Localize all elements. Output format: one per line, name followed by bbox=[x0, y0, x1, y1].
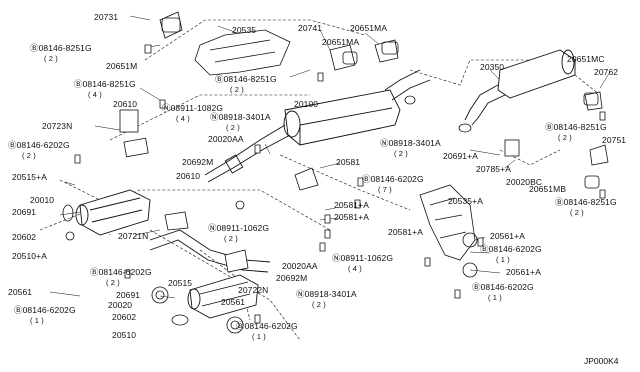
quantity-note: ( 2 ) bbox=[224, 234, 238, 243]
part-label-20561: 20561 bbox=[8, 287, 33, 297]
part-label-20020bc: 20020BC bbox=[506, 177, 543, 187]
quantity-note: ( 2 ) bbox=[394, 149, 408, 158]
part-label-20515-a: 20515+A bbox=[12, 172, 47, 182]
part-label-20731: 20731 bbox=[94, 12, 119, 22]
brackets bbox=[119, 11, 609, 273]
part-label-20651mb: 20651MB bbox=[529, 184, 567, 194]
main-muffler bbox=[204, 69, 431, 183]
part-label-20581-a: 20581+A bbox=[388, 227, 423, 237]
part-label-20561-a: 20561+A bbox=[490, 231, 525, 241]
part-label-08146-6202g: Ⓑ08146-6202G bbox=[362, 174, 424, 184]
rubber-hangers bbox=[161, 17, 600, 189]
part-label-08146-8251g: Ⓑ08146-8251G bbox=[74, 79, 136, 89]
part-label-20762: 20762 bbox=[594, 67, 619, 77]
part-label-08146-8251g: Ⓑ08146-8251G bbox=[30, 43, 92, 53]
part-label-20722n: 20722N bbox=[238, 285, 269, 295]
part-label-20751: 20751 bbox=[602, 135, 627, 145]
part-label-20561-a: 20561+A bbox=[506, 267, 541, 277]
part-label-20691: 20691 bbox=[12, 207, 37, 217]
part-label-20723n: 20723N bbox=[42, 121, 73, 131]
part-label-20535: 20535 bbox=[232, 25, 257, 35]
part-label-20692m: 20692M bbox=[276, 273, 308, 283]
quantity-note: ( 2 ) bbox=[230, 85, 244, 94]
part-label-08911-1082g: Ⓝ08911-1082G bbox=[162, 103, 224, 113]
part-label-20651ma: 20651MA bbox=[350, 23, 388, 33]
part-label-08146-6202g: Ⓑ08146-6202G bbox=[472, 282, 534, 292]
upper-heat-shield bbox=[194, 29, 291, 76]
quantity-note: ( 2 ) bbox=[226, 123, 240, 132]
quantity-note: ( 1 ) bbox=[252, 332, 266, 341]
part-label-08146-6202g: Ⓑ08146-6202G bbox=[236, 321, 298, 331]
part-label-08918-3401a: Ⓝ08918-3401A bbox=[296, 289, 357, 299]
quantity-note: ( 2 ) bbox=[558, 133, 572, 142]
rear-tailpipe bbox=[464, 49, 576, 126]
part-label-20691-a: 20691+A bbox=[443, 151, 478, 161]
part-label-20602: 20602 bbox=[112, 312, 137, 322]
part-label-20581: 20581 bbox=[336, 157, 361, 167]
y-pipe bbox=[149, 229, 271, 273]
part-label-20692m: 20692M bbox=[182, 157, 214, 167]
quantity-note: ( 2 ) bbox=[570, 208, 584, 217]
quantity-note: ( 2 ) bbox=[44, 54, 58, 63]
part-label-20581-a: 20581+A bbox=[334, 212, 369, 222]
quantity-note: ( 4 ) bbox=[348, 264, 362, 273]
part-label-20610: 20610 bbox=[176, 171, 201, 181]
part-label-20020aa: 20020AA bbox=[208, 134, 244, 144]
part-label-20651m: 20651M bbox=[106, 61, 138, 71]
quantity-note: ( 4 ) bbox=[88, 90, 102, 99]
quantity-note: ( 2 ) bbox=[106, 278, 120, 287]
part-label-20651mc: 20651MC bbox=[567, 54, 605, 64]
part-label-08146-8251g: Ⓑ08146-8251G bbox=[545, 122, 607, 132]
part-label-20602: 20602 bbox=[12, 232, 37, 242]
part-label-08146-8251g: Ⓑ08146-8251G bbox=[215, 74, 277, 84]
part-label-20785-a: 20785+A bbox=[476, 164, 511, 174]
part-label-08146-6202g: Ⓑ08146-6202G bbox=[90, 267, 152, 277]
part-label-20100: 20100 bbox=[294, 99, 319, 109]
quantity-note: ( 7 ) bbox=[378, 185, 392, 194]
bolts bbox=[74, 44, 606, 324]
part-label-20020: 20020 bbox=[108, 300, 133, 310]
part-label-20350: 20350 bbox=[480, 62, 505, 72]
part-label-08146-6202g: Ⓑ08146-6202G bbox=[8, 140, 70, 150]
quantity-note: ( 1 ) bbox=[30, 316, 44, 325]
part-label-20535-a: 20535+A bbox=[448, 196, 483, 206]
clamps-gaskets bbox=[62, 95, 478, 334]
part-label-20510-a: 20510+A bbox=[12, 251, 47, 261]
part-label-20515: 20515 bbox=[168, 278, 193, 288]
quantity-note: ( 2 ) bbox=[22, 151, 36, 160]
quantity-note: ( 4 ) bbox=[176, 114, 190, 123]
part-label-20020aa: 20020AA bbox=[282, 261, 318, 271]
front-catalytic-converter bbox=[75, 189, 151, 236]
part-label-20651ma: 20651MA bbox=[322, 37, 360, 47]
part-label-20721n: 20721N bbox=[118, 231, 149, 241]
leader-lines bbox=[49, 15, 611, 299]
part-label-08911-1062g: Ⓝ08911-1062G bbox=[332, 253, 394, 263]
rear-catalytic-converter bbox=[187, 274, 259, 319]
quantity-note: ( 1 ) bbox=[488, 293, 502, 302]
quantity-note: ( 1 ) bbox=[496, 255, 510, 264]
quantity-note: ( 2 ) bbox=[312, 300, 326, 309]
part-label-08146-8251g: Ⓑ08146-8251G bbox=[555, 197, 617, 207]
part-label-20691: 20691 bbox=[116, 290, 141, 300]
part-label-08918-3401a: Ⓝ08918-3401A bbox=[210, 112, 271, 122]
part-label-20741: 20741 bbox=[298, 23, 323, 33]
side-heat-shield bbox=[419, 184, 476, 261]
part-label-20581-a: 20581+A bbox=[334, 200, 369, 210]
diagram-reference-code: JP000K4 bbox=[584, 356, 619, 366]
part-label-20010: 20010 bbox=[30, 195, 55, 205]
part-label-08911-1062g: Ⓝ08911-1062G bbox=[208, 223, 270, 233]
part-label-20510: 20510 bbox=[112, 330, 137, 340]
part-label-08146-6202g: Ⓑ08146-6202G bbox=[14, 305, 76, 315]
part-label-20561: 20561 bbox=[221, 297, 246, 307]
part-label-08918-3401a: Ⓝ08918-3401A bbox=[380, 138, 441, 148]
part-label-20610: 20610 bbox=[113, 99, 138, 109]
part-label-08146-6202g: Ⓑ08146-6202G bbox=[480, 244, 542, 254]
